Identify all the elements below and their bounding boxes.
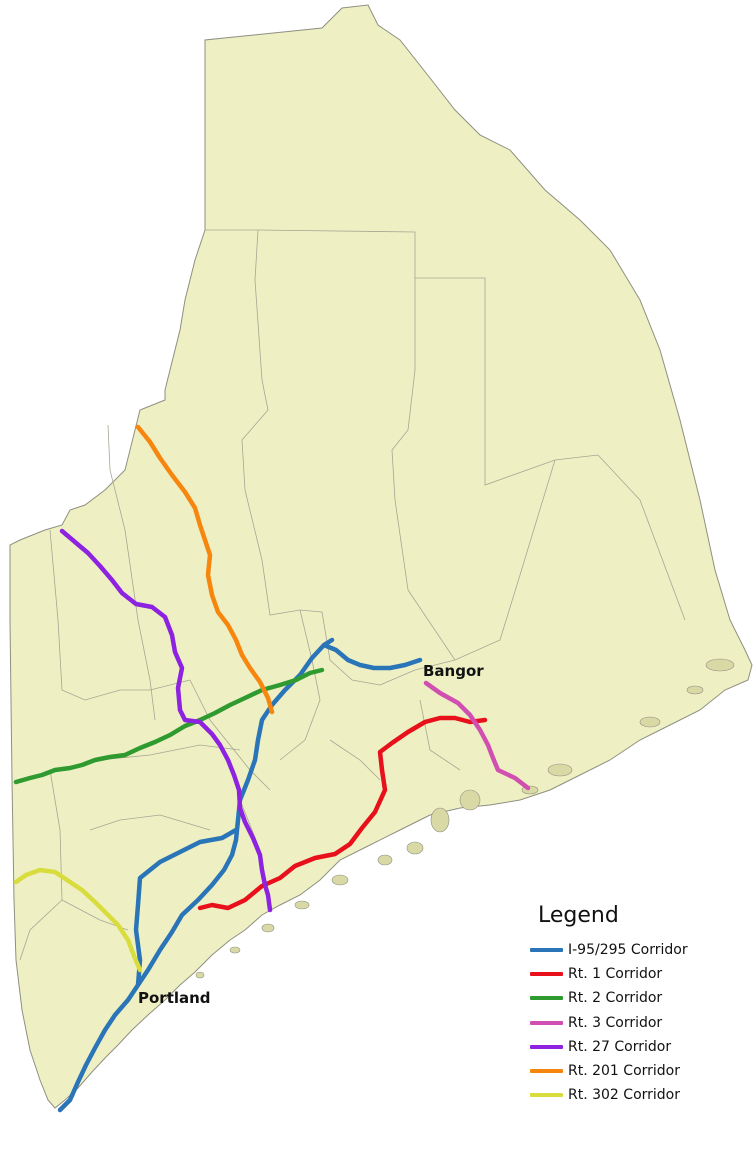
legend-label-rt302: Rt. 302 Corridor [568, 1087, 680, 1104]
legend-swatch-i95-295 [530, 948, 563, 953]
route-rt3-line [423, 680, 531, 791]
legend-swatch-rt27 [530, 1044, 563, 1049]
legend-label-rt3: Rt. 3 Corridor [568, 1014, 663, 1031]
state-outline [9, 4, 753, 1109]
legend-item-rt302: Rt. 302 Corridor [530, 1083, 745, 1107]
route-lines [13, 424, 531, 1113]
coastal-islands [195, 658, 735, 979]
legend-label-rt2: Rt. 2 Corridor [568, 990, 663, 1007]
legend-label-rt27: Rt. 27 Corridor [568, 1038, 672, 1055]
route-rt2-line [13, 667, 325, 785]
route-rt1-line [197, 715, 488, 911]
legend-item-rt2: Rt. 2 Corridor [530, 986, 745, 1010]
legend-item-i95-295: I-95/295 Corridor [530, 938, 745, 962]
city-label-portland: Portland [138, 989, 211, 1007]
city-label-bangor: Bangor [423, 662, 484, 680]
route-rt201-line [135, 424, 275, 715]
legend-swatch-rt1 [530, 972, 563, 977]
legend-swatch-rt2 [530, 996, 563, 1001]
legend-item-rt3: Rt. 3 Corridor [530, 1011, 745, 1035]
legend-swatch-rt302 [530, 1093, 563, 1098]
legend-swatch-rt201 [530, 1069, 563, 1074]
legend-label-i95-295: I-95/295 Corridor [568, 942, 688, 959]
legend-item-rt27: Rt. 27 Corridor [530, 1035, 745, 1059]
route-i95-295-line [57, 637, 423, 1113]
county-lines [19, 229, 686, 961]
legend-item-rt201: Rt. 201 Corridor [530, 1059, 745, 1083]
route-rt302-line [13, 867, 143, 973]
legend-title: Legend [538, 903, 619, 928]
legend: Legend I-95/295 Corridor Rt. 1 Corridor … [530, 903, 745, 1107]
legend-label-rt1: Rt. 1 Corridor [568, 966, 663, 983]
legend-item-rt1: Rt. 1 Corridor [530, 962, 745, 986]
legend-swatch-rt3 [530, 1020, 563, 1025]
legend-label-rt201: Rt. 201 Corridor [568, 1063, 680, 1080]
route-rt27-line [59, 528, 273, 913]
